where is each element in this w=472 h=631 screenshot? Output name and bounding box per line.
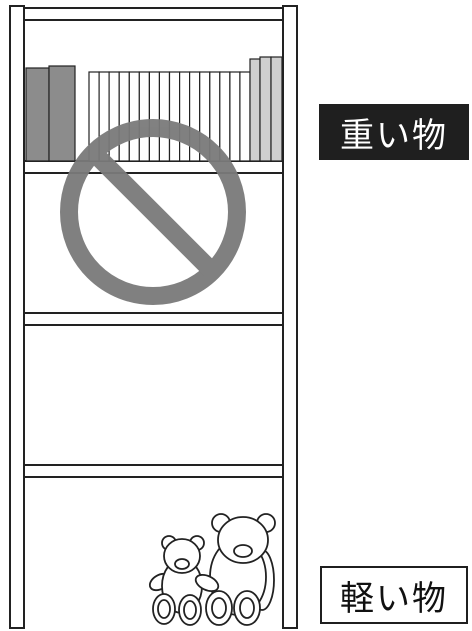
book-thin bbox=[148, 71, 161, 162]
right-side-panel bbox=[282, 5, 298, 629]
top-board bbox=[23, 7, 284, 21]
shelf-board-3 bbox=[23, 464, 284, 478]
book-thin bbox=[158, 71, 171, 162]
shelf-board-1 bbox=[23, 160, 284, 174]
book-thin bbox=[229, 71, 241, 162]
book-light-3 bbox=[270, 56, 283, 162]
book-thin bbox=[138, 71, 151, 162]
light-items-label: 軽い物 bbox=[320, 566, 468, 624]
shelf-board-2 bbox=[23, 312, 284, 326]
small-teddy-bear bbox=[148, 535, 220, 626]
large-teddy-bear bbox=[205, 513, 276, 626]
teddy-bears-icon bbox=[148, 513, 276, 626]
books bbox=[25, 56, 283, 162]
book-thin bbox=[179, 71, 191, 162]
no-symbol-icon bbox=[60, 119, 246, 305]
heavy-items-label: 重い物 bbox=[319, 104, 469, 160]
book-dark-2 bbox=[48, 65, 76, 162]
book-thin bbox=[168, 71, 181, 162]
book-dark-1 bbox=[25, 67, 50, 162]
left-side-panel bbox=[9, 5, 25, 629]
book-thin bbox=[118, 71, 130, 162]
book-thin bbox=[128, 71, 141, 162]
book-light-2 bbox=[259, 56, 272, 162]
book-thin bbox=[239, 71, 251, 162]
book-thin bbox=[219, 71, 231, 162]
book-light-1 bbox=[249, 58, 261, 162]
